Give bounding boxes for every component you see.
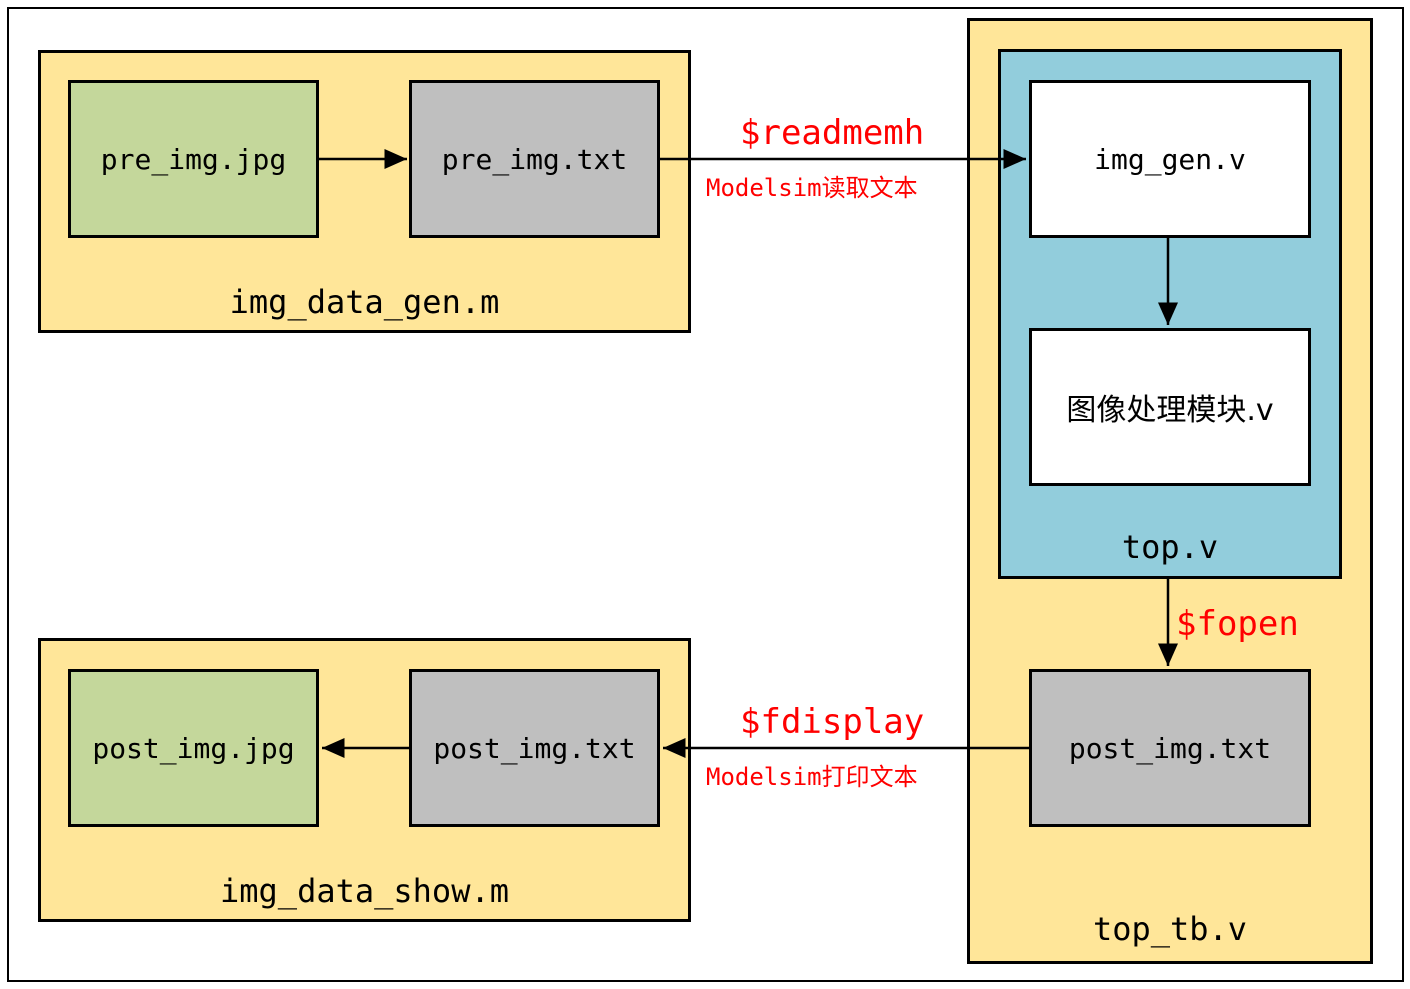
img-gen-box: img_gen.v	[1029, 80, 1311, 238]
tb-post-img-txt-box: post_img.txt	[1029, 669, 1311, 827]
read-text-annotation: Modelsim读取文本	[706, 174, 918, 202]
pre-img-txt-label: pre_img.txt	[441, 142, 628, 176]
tb-post-img-txt-label: post_img.txt	[1068, 731, 1272, 765]
pre-img-jpg-label: pre_img.jpg	[100, 142, 287, 176]
post-img-jpg-label: post_img.jpg	[92, 731, 295, 765]
fdisplay-annotation: $fdisplay	[740, 702, 925, 742]
post-img-jpg-box: post_img.jpg	[68, 669, 319, 827]
diagram-frame	[7, 7, 1404, 982]
post-img-txt-label: post_img.txt	[433, 731, 636, 765]
readmemh-annotation: $readmemh	[740, 113, 925, 153]
image-processing-box: 图像处理模块.v	[1029, 328, 1311, 486]
img-data-show-label: img_data_show.m	[220, 872, 509, 910]
post-img-txt-box: post_img.txt	[409, 669, 660, 827]
img-gen-label: img_gen.v	[1094, 142, 1246, 176]
print-text-annotation: Modelsim打印文本	[706, 763, 918, 791]
image-processing-label: 图像处理模块.v	[1066, 393, 1274, 428]
pre-img-jpg-box: pre_img.jpg	[68, 80, 319, 238]
top-tb-label: top_tb.v	[1092, 910, 1248, 948]
pre-img-txt-box: pre_img.txt	[409, 80, 660, 238]
top-v-label: top.v	[1121, 528, 1219, 566]
img-data-gen-label: img_data_gen.m	[229, 283, 500, 321]
fopen-annotation: $fopen	[1176, 604, 1299, 644]
